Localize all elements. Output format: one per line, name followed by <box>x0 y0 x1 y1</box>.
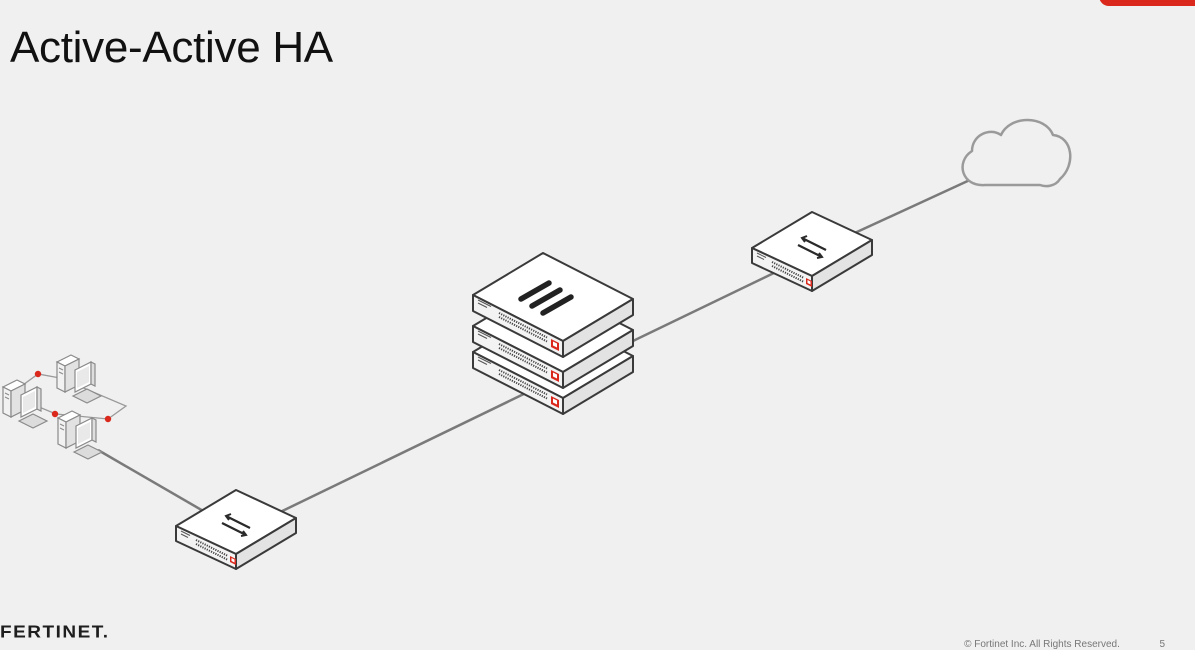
link-lower-switch-to-cluster <box>271 389 531 518</box>
link-cluster-to-upper-switch <box>632 269 779 343</box>
upper-switch-icon <box>750 210 874 293</box>
desktop-computer-icon <box>2 379 48 429</box>
client-pcs-group <box>2 354 128 460</box>
fortigate-cluster-icon <box>472 252 634 415</box>
network-links <box>97 177 973 518</box>
desktop-computer-icon <box>56 354 102 404</box>
connection-dot <box>34 370 42 378</box>
connection-dot <box>51 410 59 418</box>
connection-dot <box>104 415 112 423</box>
lower-switch-icon <box>174 488 298 571</box>
fortinet-logo: FERTINET. <box>0 621 150 645</box>
fortinet-logo-text: FERTINET. <box>0 623 110 642</box>
internet-cloud-icon <box>961 118 1072 188</box>
link-upper-switch-to-cloud <box>845 177 973 239</box>
link-clients-to-lower-switch <box>97 448 206 514</box>
corner-accent-tab <box>1099 0 1195 6</box>
slide-title: Active-Active HA <box>10 23 333 72</box>
